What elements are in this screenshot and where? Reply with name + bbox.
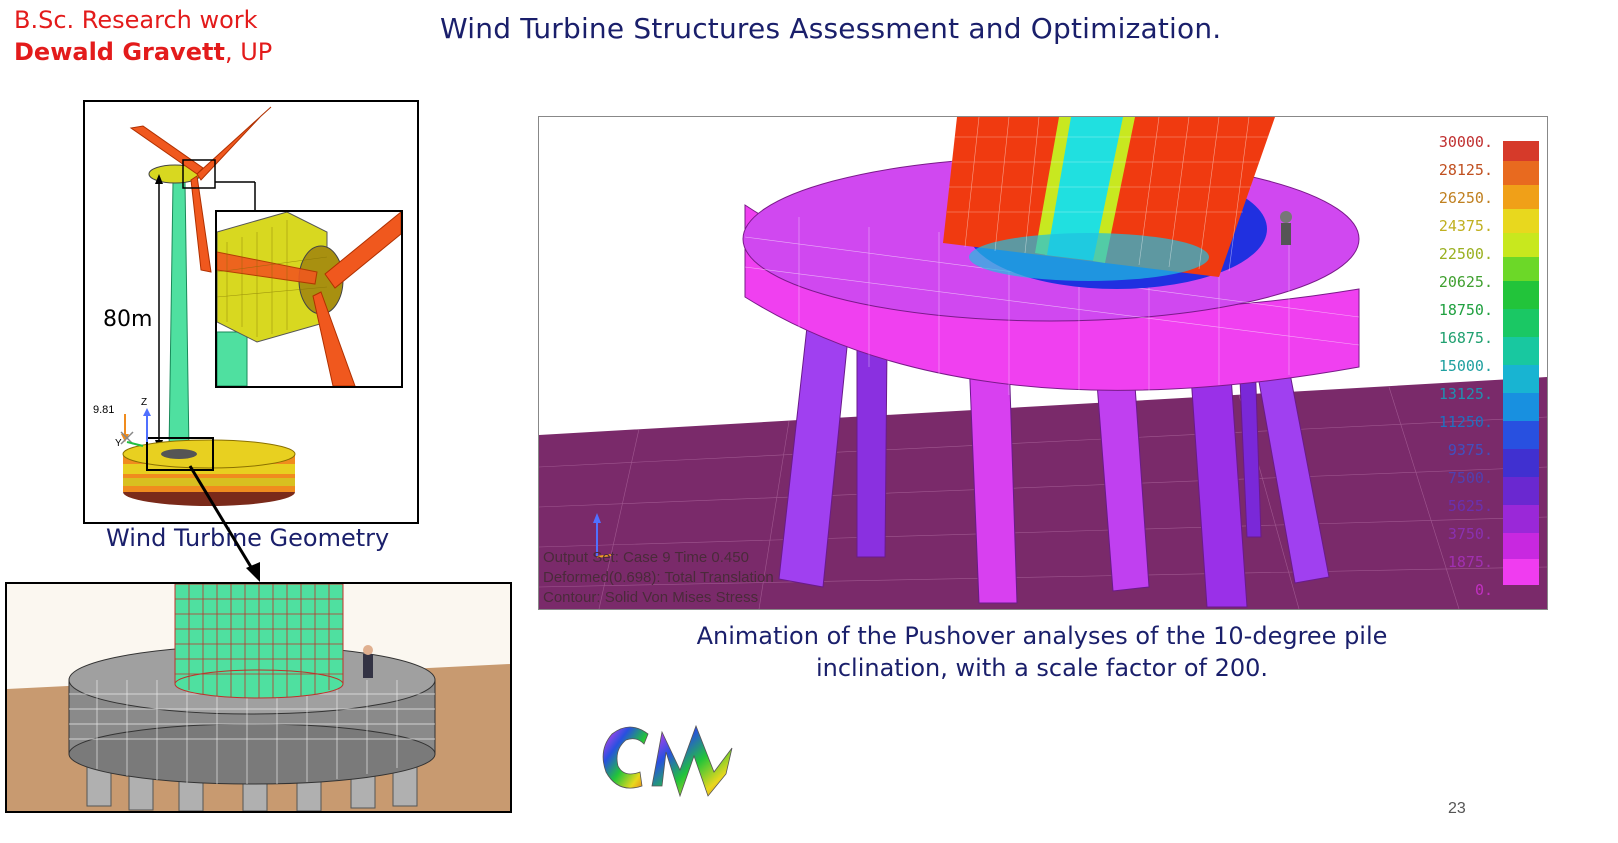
- legend-label: 11250.: [1438, 413, 1493, 431]
- legend-label: 24375.: [1438, 217, 1493, 235]
- legend-label: 28125.: [1438, 161, 1493, 179]
- contour-info: Contour: Solid Von Mises Stress: [543, 589, 759, 606]
- legend-label: 7500.: [1447, 469, 1493, 487]
- pushover-contour-illustration: [539, 117, 1547, 609]
- turbine-geometry-illustration: [120, 106, 296, 506]
- gravity-value: 9.81: [93, 404, 115, 416]
- axis-z-label: Z: [141, 397, 148, 408]
- nacelle-detail-illustration: [217, 212, 401, 386]
- foundation-mesh-illustration: [7, 584, 510, 811]
- legend-label: 20625.: [1438, 273, 1493, 291]
- cm-logo: [602, 724, 733, 798]
- nacelle-detail-inset: [215, 210, 403, 388]
- geometry-caption: Wind Turbine Geometry: [106, 524, 390, 552]
- axis-y-label: Y: [115, 438, 122, 449]
- legend-label: 15000.: [1438, 357, 1493, 375]
- legend-label: 1875.: [1447, 553, 1493, 571]
- legend-label: 0.: [1474, 581, 1493, 599]
- deformation-info: Deformed(0.698): Total Translation: [543, 569, 774, 586]
- foundation-mesh-panel: [5, 582, 512, 813]
- header-research-label: B.Sc. Research work: [14, 6, 258, 34]
- legend-label: 16875.: [1438, 329, 1493, 347]
- author-affiliation: , UP: [224, 38, 273, 66]
- legend-label: 26250.: [1438, 189, 1493, 207]
- author-name: Dewald Gravett: [14, 38, 225, 66]
- animation-caption-line2: inclination, with a scale factor of 200.: [815, 654, 1269, 682]
- slide-title: Wind Turbine Structures Assessment and O…: [440, 12, 1222, 45]
- legend-label: 3750.: [1447, 525, 1493, 543]
- legend-label: 18750.: [1438, 301, 1493, 319]
- turbine-geometry-panel: 80m 9.81 Z Y: [83, 100, 419, 524]
- page-number: 23: [1448, 800, 1466, 817]
- tower-height-label: 80m: [103, 307, 153, 332]
- detail-connector-arrow: [188, 465, 260, 582]
- legend-label: 30000.: [1438, 133, 1493, 151]
- animation-caption-line1: Animation of the Pushover analyses of th…: [696, 622, 1388, 650]
- legend-label: 9375.: [1447, 441, 1493, 459]
- legend-label: 13125.: [1438, 385, 1493, 403]
- header-author: Dewald Gravett, UP: [14, 36, 272, 68]
- legend-label: 5625.: [1447, 497, 1493, 515]
- stress-legend-bar: [1503, 141, 1539, 585]
- output-set-info: Output Set: Case 9 Time 0.450: [543, 549, 749, 566]
- pushover-contour-panel: 30000. 28125. 26250. 24375. 22500. 20625…: [538, 116, 1548, 610]
- legend-label: 22500.: [1438, 245, 1493, 263]
- stress-legend: 30000. 28125. 26250. 24375. 22500. 20625…: [1421, 133, 1497, 609]
